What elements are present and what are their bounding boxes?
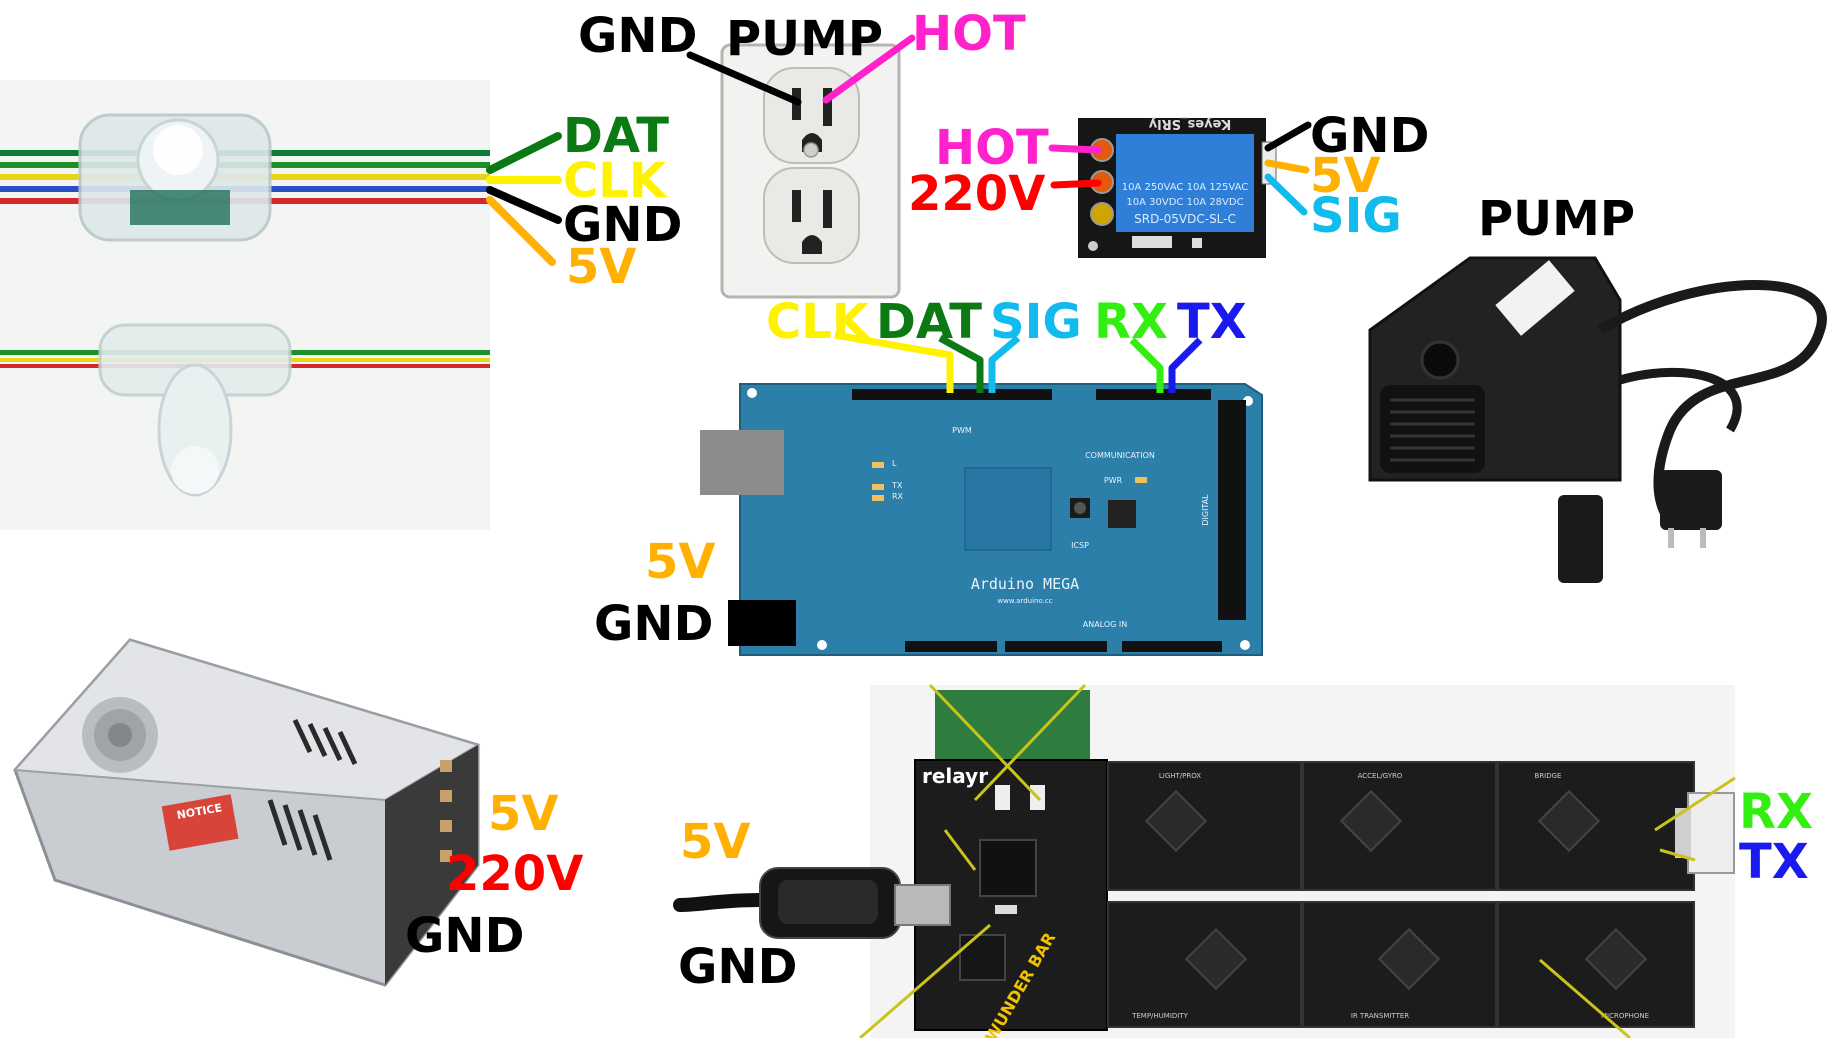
relay-module: Keyes_SRly 10A 250VAC 10A 125VAC 10A 30V… (1078, 116, 1276, 258)
outlet-label-hot: HOT (912, 6, 1026, 62)
led-strip-photo (0, 80, 490, 530)
arduino-pwr: PWR (1104, 476, 1123, 485)
arduino-mega-board: Arduino MEGA www.arduino.cc PWM COMMUNIC… (700, 384, 1262, 655)
wunderbar-photo: relayr WUNDER BAR LIGHT/PROX ACCEL/GYRO … (680, 685, 1735, 1038)
relay-print-top: Keyes_SRly (1148, 116, 1231, 131)
arduino-label-sig: SIG (990, 294, 1082, 350)
arduino-name: Arduino MEGA (971, 575, 1079, 593)
relay-label-220v: 220V (908, 166, 1045, 222)
wunderbar-label-tx: TX (1739, 834, 1809, 890)
arduino-label-dat: DAT (876, 294, 982, 350)
arduino-communication: COMMUNICATION (1085, 451, 1155, 460)
led-label-5v: 5V (566, 239, 637, 295)
outlet-label-pump: PUMP (726, 11, 883, 67)
arduino-pwm: PWM (952, 426, 972, 435)
wunderbar-module-accel-gyro: ACCEL/GYRO (1358, 772, 1403, 780)
arduino-led-l: L (892, 459, 897, 468)
arduino-led-tx: TX (891, 481, 903, 490)
arduino-label-5v: 5V (645, 534, 716, 590)
arduino-digital: DIGITAL (1201, 494, 1210, 526)
wunderbar-label-rx: RX (1739, 784, 1813, 840)
arduino-label-rx: RX (1094, 294, 1168, 350)
arduino-label-gnd: GND (594, 596, 713, 652)
relay-print-line-2: 10A 30VDC 10A 28VDC (1126, 197, 1243, 208)
arduino-label-clk: CLK (766, 294, 871, 350)
wunderbar-module-light-prox: LIGHT/PROX (1159, 772, 1201, 780)
psu-label-gnd: GND (405, 908, 524, 964)
arduino-icsp: ICSP (1071, 541, 1089, 550)
led-leader-lines (490, 136, 558, 262)
arduino-led-rx: RX (892, 492, 904, 501)
psu-label-220v: 220V (446, 846, 583, 902)
relay-print-line-1: 10A 250VAC 10A 125VAC (1122, 182, 1249, 193)
wunderbar-label-gnd: GND (678, 939, 797, 995)
pump-title: PUMP (1478, 191, 1635, 247)
pump-photo (1370, 258, 1822, 583)
wunderbar-label-5v: 5V (680, 814, 751, 870)
relay-label-sig: SIG (1310, 188, 1402, 244)
relay-print-line-3: SRD-05VDC-SL-C (1134, 212, 1236, 226)
outlet-label-gnd: GND (578, 8, 697, 64)
wunderbar-module-bridge: BRIDGE (1535, 772, 1562, 780)
arduino-label-tx: TX (1177, 294, 1247, 350)
arduino-url: www.arduino.cc (997, 597, 1052, 605)
psu-label-5v: 5V (488, 786, 559, 842)
wunderbar-module-temp-humidity: TEMP/HUMIDITY (1131, 1012, 1189, 1020)
wunderbar-module-ir-transmitter: IR TRANSMITTER (1351, 1012, 1409, 1020)
arduino-analog-in: ANALOG IN (1083, 620, 1128, 629)
wunderbar-brand: relayr (922, 764, 988, 788)
